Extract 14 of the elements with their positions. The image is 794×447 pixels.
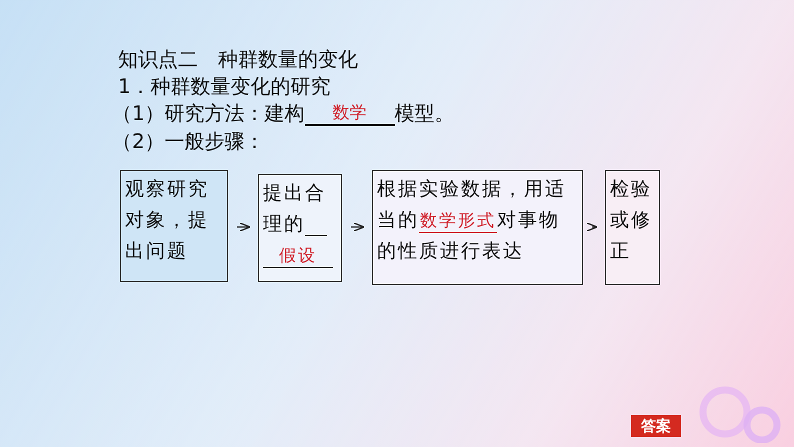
- process-box: 观察研究对象，提出问题: [120, 170, 228, 282]
- process-box: 根据实验数据，用适当的 数学形式 对事物的性质进行表达: [372, 170, 583, 285]
- arrow: [237, 222, 251, 232]
- heading: 1．种群数量变化的研究: [118, 73, 331, 99]
- process-box: 检验或修正: [605, 170, 660, 285]
- process-box: 提出合理的 假设: [258, 174, 342, 282]
- question-text: 模型。: [394, 100, 455, 126]
- answer-button: 答案: [631, 415, 681, 437]
- question-text: （1）研究方法：建构: [112, 100, 305, 126]
- arrow: [586, 222, 598, 232]
- arrow: [351, 222, 365, 232]
- answer-text: 数学: [304, 102, 395, 126]
- question-text: （2）一般步骤：: [112, 128, 265, 154]
- title: 知识点二 种群数量的变化: [118, 46, 358, 72]
